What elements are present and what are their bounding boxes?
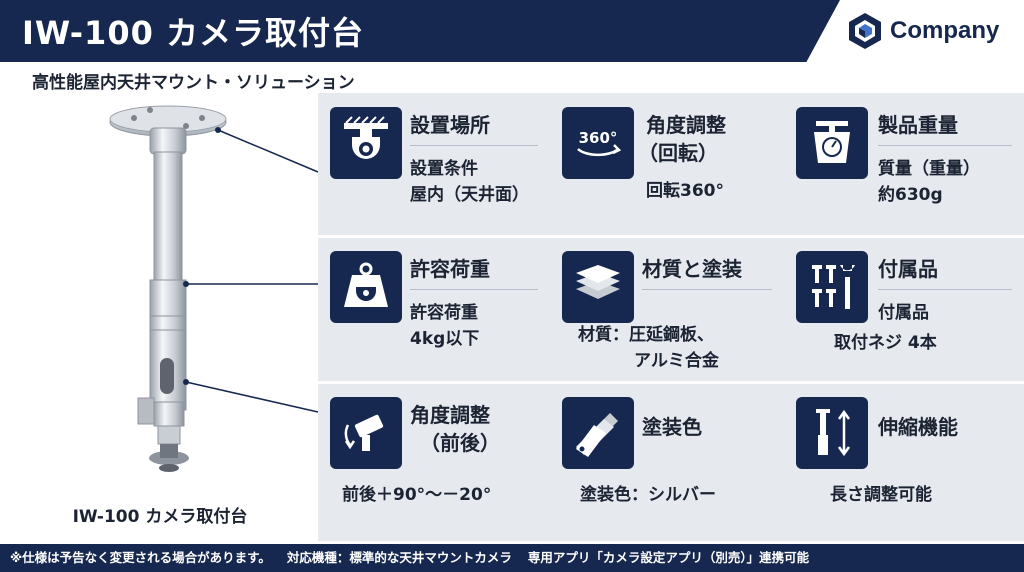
spec-title: 伸縮機能 xyxy=(878,415,958,439)
spec-text: 約630g xyxy=(878,185,943,205)
footer-note: ※仕様は予告なく変更される場合があります。 xyxy=(10,550,271,565)
color-swatch-icon xyxy=(562,397,634,469)
spec-title: 角度調整 xyxy=(646,113,726,137)
spec-text: 設置条件 xyxy=(410,159,478,179)
spec-text: 材質：圧延鋼板、 xyxy=(578,325,714,345)
spec-accessories: 付属品 付属品 取付ネジ 4本 xyxy=(790,239,1024,381)
telescopic-pole-icon xyxy=(796,397,868,469)
header-band xyxy=(0,0,840,62)
spec-text: 前後＋90°〜－20° xyxy=(342,485,492,505)
tilt-camera-icon xyxy=(330,397,402,469)
spec-text: 取付ネジ 4本 xyxy=(834,333,937,353)
spec-installation-location: 設置場所 設置条件 屋内（天井面） xyxy=(318,93,554,235)
spec-text: 4kg以下 xyxy=(410,329,480,349)
spec-text: 許容荷重 xyxy=(410,303,478,323)
spec-coating-color: 塗装色 塗装色：シルバー xyxy=(554,385,790,527)
row-divider xyxy=(318,235,1024,238)
rotate-360-icon: 360° xyxy=(562,107,634,179)
spec-text: 屋内（天井面） xyxy=(410,185,529,205)
spec-row: 許容荷重 許容荷重 4kg以下 材質と塗装 材質：圧延鋼板、 アルミ合金 xyxy=(318,239,1024,381)
company-logo: Company xyxy=(848,12,999,50)
spec-material-coating: 材質と塗装 材質：圧延鋼板、 アルミ合金 xyxy=(554,239,790,381)
spec-title: 角度調整 xyxy=(410,403,490,427)
divider xyxy=(410,145,538,146)
spec-text: 回転360° xyxy=(646,181,724,201)
page-subtitle: 高性能屋内天井マウント・ソリューション xyxy=(32,73,355,93)
divider xyxy=(878,145,1012,146)
spec-product-weight: 製品重量 質量（重量） 約630g xyxy=(790,93,1024,235)
spec-title: 許容荷重 xyxy=(410,257,490,281)
company-logo-icon xyxy=(849,13,881,49)
spec-text: 長さ調整可能 xyxy=(830,485,932,505)
footer: ※仕様は予告なく変更される場合があります。対応機種：標準的な天井マウントカメラ専… xyxy=(0,544,1024,572)
weight-camera-icon xyxy=(330,251,402,323)
product-image xyxy=(0,92,320,542)
spec-grid: 設置場所 設置条件 屋内（天井面） 360° 角度調整 （回転） 回転360° xyxy=(318,93,1024,541)
page-title: IW-100 カメラ取付台 xyxy=(22,14,364,52)
scale-icon xyxy=(796,107,868,179)
spec-telescopic: 伸縮機能 長さ調整可能 xyxy=(790,385,1024,527)
spec-load-capacity: 許容荷重 許容荷重 4kg以下 xyxy=(318,239,554,381)
ceiling-mount-illustration xyxy=(109,105,319,472)
spec-row: 角度調整 （前後） 前後＋90°〜－20° 塗装色 塗装色：シルバー xyxy=(318,385,1024,527)
spec-title-sub: （前後） xyxy=(420,431,500,455)
spec-title: 付属品 xyxy=(878,257,938,281)
spec-title-sub: （回転） xyxy=(638,141,718,165)
divider xyxy=(410,289,538,290)
spec-tilt-angle: 角度調整 （前後） 前後＋90°〜－20° xyxy=(318,385,554,527)
spec-rotation-angle: 360° 角度調整 （回転） 回転360° xyxy=(554,93,790,235)
divider xyxy=(642,289,772,290)
spec-title: 設置場所 xyxy=(410,113,490,137)
spec-title: 製品重量 xyxy=(878,113,958,137)
spec-text: 塗装色：シルバー xyxy=(580,485,716,505)
divider xyxy=(878,289,1012,290)
spec-title: 材質と塗装 xyxy=(642,257,742,281)
spec-title: 塗装色 xyxy=(642,415,702,439)
row-divider xyxy=(318,381,1024,384)
metal-plates-icon xyxy=(562,251,634,323)
spec-text: アルミ合金 xyxy=(634,351,719,371)
spec-text: 質量（重量） xyxy=(878,159,980,179)
ceiling-camera-icon xyxy=(330,107,402,179)
product-caption: IW-100 カメラ取付台 xyxy=(72,507,248,527)
spec-row: 設置場所 設置条件 屋内（天井面） 360° 角度調整 （回転） 回転360° xyxy=(318,93,1024,235)
screws-wrench-icon xyxy=(796,251,868,323)
footer-app: 専用アプリ「カメラ設定アプリ（別売）」連携可能 xyxy=(527,550,810,565)
svg-text:360°: 360° xyxy=(579,129,618,147)
spec-text: 付属品 xyxy=(878,303,929,323)
company-logo-text: Company xyxy=(890,17,1000,44)
footer-compat: 対応機種：標準的な天井マウントカメラ xyxy=(286,550,512,565)
header: IW-100 カメラ取付台 Company xyxy=(0,0,1024,62)
